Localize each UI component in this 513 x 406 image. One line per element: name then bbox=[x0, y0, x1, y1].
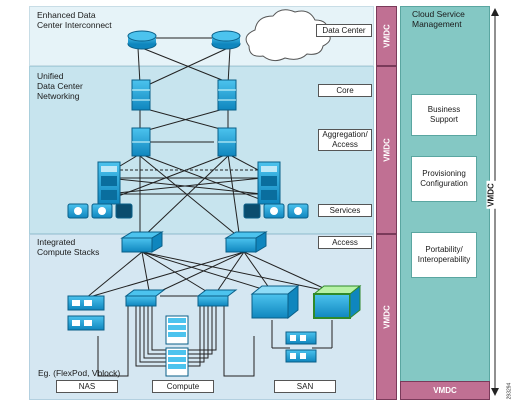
service-appliance-icon bbox=[287, 203, 309, 219]
portability-interoperability-box: Portability/Interoperability bbox=[411, 232, 477, 278]
cloud-service-management-panel bbox=[400, 6, 490, 400]
san-storage-icon bbox=[285, 349, 317, 363]
tag-nas: NAS bbox=[56, 380, 118, 393]
vmdc-bar-networking: VMDC bbox=[376, 66, 397, 234]
aggregation-switch-icon bbox=[217, 127, 237, 157]
vmdc-side-label: VMDC bbox=[486, 181, 496, 209]
service-appliance-icon bbox=[263, 203, 285, 219]
core-switch-icon bbox=[217, 79, 237, 111]
figure-id: 293294 bbox=[506, 382, 513, 400]
core-switch-icon bbox=[131, 79, 151, 111]
service-appliance-icon bbox=[115, 203, 133, 219]
service-chassis-icon bbox=[97, 161, 121, 205]
router-icon bbox=[211, 30, 241, 50]
service-appliance-icon bbox=[243, 203, 261, 219]
access-switch-icon bbox=[224, 231, 268, 253]
blade-chassis-icon bbox=[165, 347, 189, 377]
fabric-interconnect-icon bbox=[196, 289, 238, 307]
fabric-interconnect-icon bbox=[124, 289, 166, 307]
san-switch-icon bbox=[312, 284, 362, 320]
access-switch-icon bbox=[120, 231, 164, 253]
router-icon bbox=[127, 30, 157, 50]
blade-chassis-icon bbox=[165, 315, 189, 345]
cloud-icon bbox=[245, 9, 331, 62]
service-appliance-icon bbox=[91, 203, 113, 219]
san-storage-icon bbox=[285, 331, 317, 345]
san-switch-icon bbox=[250, 284, 300, 320]
tag-san: SAN bbox=[274, 380, 336, 393]
service-chassis-icon bbox=[257, 161, 281, 205]
management-vmdc-bar: VMDC bbox=[400, 381, 490, 400]
vmdc-bar-compute: VMDC bbox=[376, 234, 397, 400]
nas-storage-icon bbox=[67, 315, 105, 331]
tag-compute: Compute bbox=[152, 380, 214, 393]
example-label: Eg. (FlexPod, Vblock) bbox=[38, 368, 121, 378]
service-appliance-icon bbox=[67, 203, 89, 219]
tag-services: Services bbox=[318, 204, 372, 217]
nas-storage-icon bbox=[67, 295, 105, 311]
vmdc-bar-interconnect: VMDC bbox=[376, 6, 397, 66]
tag-aggregation-access: Aggregation/Access bbox=[318, 129, 372, 151]
aggregation-switch-icon bbox=[131, 127, 151, 157]
tag-data-center: Data Center bbox=[316, 24, 372, 37]
tag-core: Core bbox=[318, 84, 372, 97]
tag-access: Access bbox=[318, 236, 372, 249]
